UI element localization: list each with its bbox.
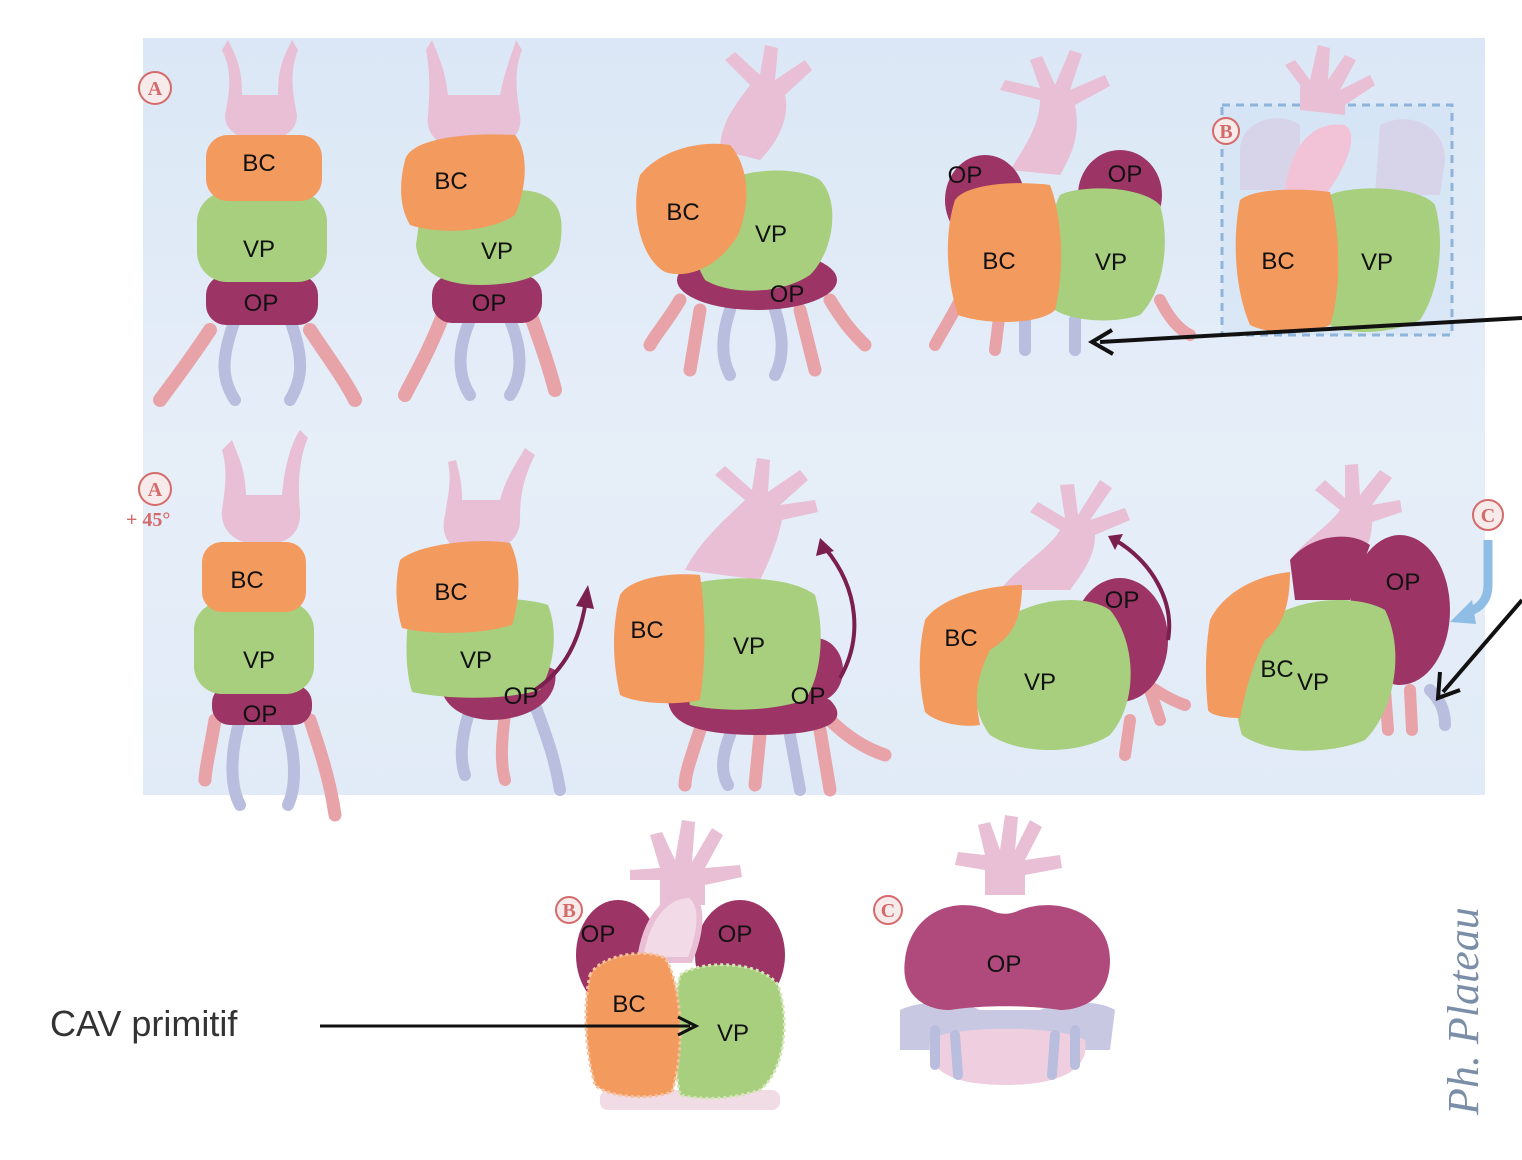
svg-text:A: A xyxy=(148,479,163,501)
label-op: OP xyxy=(770,281,805,308)
marker-b: B xyxy=(1219,121,1232,143)
heart-row2-stage5: OP BC VP xyxy=(1205,464,1451,751)
svg-text:A: A xyxy=(148,78,163,100)
op-region xyxy=(432,275,542,323)
bc-region xyxy=(636,143,747,275)
marker-a-row2: A + 45° xyxy=(126,472,172,531)
label-op: OP xyxy=(472,290,507,317)
svg-text:C: C xyxy=(1481,505,1495,527)
rotation-label: + 45° xyxy=(126,509,170,531)
bc-region xyxy=(947,183,1062,322)
label-vp: VP xyxy=(481,238,513,265)
inset-b-frontal-view: B BC VP xyxy=(1212,45,1454,337)
label-vp: VP xyxy=(1297,669,1329,696)
bc-region xyxy=(614,574,705,704)
cav-label: CAV primitif xyxy=(50,1003,238,1044)
heart-row1-stage4: OP OP BC VP xyxy=(929,50,1196,356)
label-vp: VP xyxy=(1024,669,1056,696)
vp-region xyxy=(1322,188,1440,332)
label-op: OP xyxy=(1386,569,1421,596)
op-region xyxy=(212,685,312,725)
label-vp: VP xyxy=(733,633,765,660)
bc-region xyxy=(401,134,525,231)
label-op-right: OP xyxy=(718,921,753,948)
label-vp: VP xyxy=(1095,249,1127,276)
heart-row1-stage3: BC VP OP xyxy=(636,45,872,381)
bottom-view-b: B OP OP BC VP xyxy=(555,820,786,1110)
marker-c-bottom: C xyxy=(881,900,895,922)
label-op: OP xyxy=(243,701,278,728)
bottom-view-c: C OP xyxy=(873,815,1115,1085)
bc-region xyxy=(202,542,306,612)
vp-region xyxy=(975,600,1131,750)
label-bc: BC xyxy=(612,991,645,1018)
bc-region xyxy=(206,135,322,201)
label-op-left: OP xyxy=(948,162,983,189)
label-op: OP xyxy=(244,290,279,317)
op-region xyxy=(206,275,318,325)
heart-row2-stage1: BC VP OP xyxy=(194,430,342,822)
label-op-left: OP xyxy=(581,921,616,948)
heart-row2-stage4: BC VP OP xyxy=(919,480,1191,761)
bc-region xyxy=(396,541,519,633)
inset-c-marker: C xyxy=(1450,499,1504,624)
label-bc: BC xyxy=(982,248,1015,275)
label-op: OP xyxy=(791,683,826,710)
label-bc: BC xyxy=(944,625,977,652)
arrow-to-inset-c xyxy=(1435,598,1522,701)
heart-row2-stage2: BC VP OP xyxy=(396,448,594,796)
label-op: OP xyxy=(987,951,1022,978)
marker-a-row1: A xyxy=(138,71,172,105)
label-bc: BC xyxy=(242,150,275,177)
label-vp: VP xyxy=(460,647,492,674)
label-bc: BC xyxy=(666,199,699,226)
bc-region xyxy=(1235,189,1339,333)
label-vp: VP xyxy=(717,1020,749,1047)
cav-annotation: CAV primitif xyxy=(50,1003,700,1044)
label-vp: VP xyxy=(243,236,275,263)
vp-region xyxy=(194,602,314,694)
vp-region xyxy=(1236,600,1396,751)
arrow-to-inset-b xyxy=(1088,316,1522,356)
op-region xyxy=(904,905,1110,1010)
artist-signature: Ph. Plateau xyxy=(1439,907,1488,1116)
label-bc: BC xyxy=(630,617,663,644)
vp-region xyxy=(682,578,821,710)
vp-region xyxy=(1048,188,1165,321)
label-bc: BC xyxy=(1261,248,1294,275)
label-bc: BC xyxy=(434,168,467,195)
label-bc: BC xyxy=(434,579,467,606)
label-op: OP xyxy=(1105,587,1140,614)
label-vp: VP xyxy=(1361,249,1393,276)
bc-region xyxy=(919,585,1022,726)
vp-region xyxy=(197,192,327,282)
label-bc: BC xyxy=(1260,656,1293,683)
label-bc: BC xyxy=(230,567,263,594)
heart-row2-stage3: BC VP OP xyxy=(614,458,892,797)
bc-region xyxy=(1205,572,1290,718)
label-vp: VP xyxy=(755,221,787,248)
heart-row1-stage2: BC VP OP xyxy=(398,40,562,402)
label-op: OP xyxy=(504,683,539,710)
label-op-right: OP xyxy=(1108,161,1143,188)
label-vp: VP xyxy=(243,647,275,674)
marker-b-bottom: B xyxy=(562,900,575,922)
heart-row1-stage1: BC VP OP xyxy=(153,40,362,407)
